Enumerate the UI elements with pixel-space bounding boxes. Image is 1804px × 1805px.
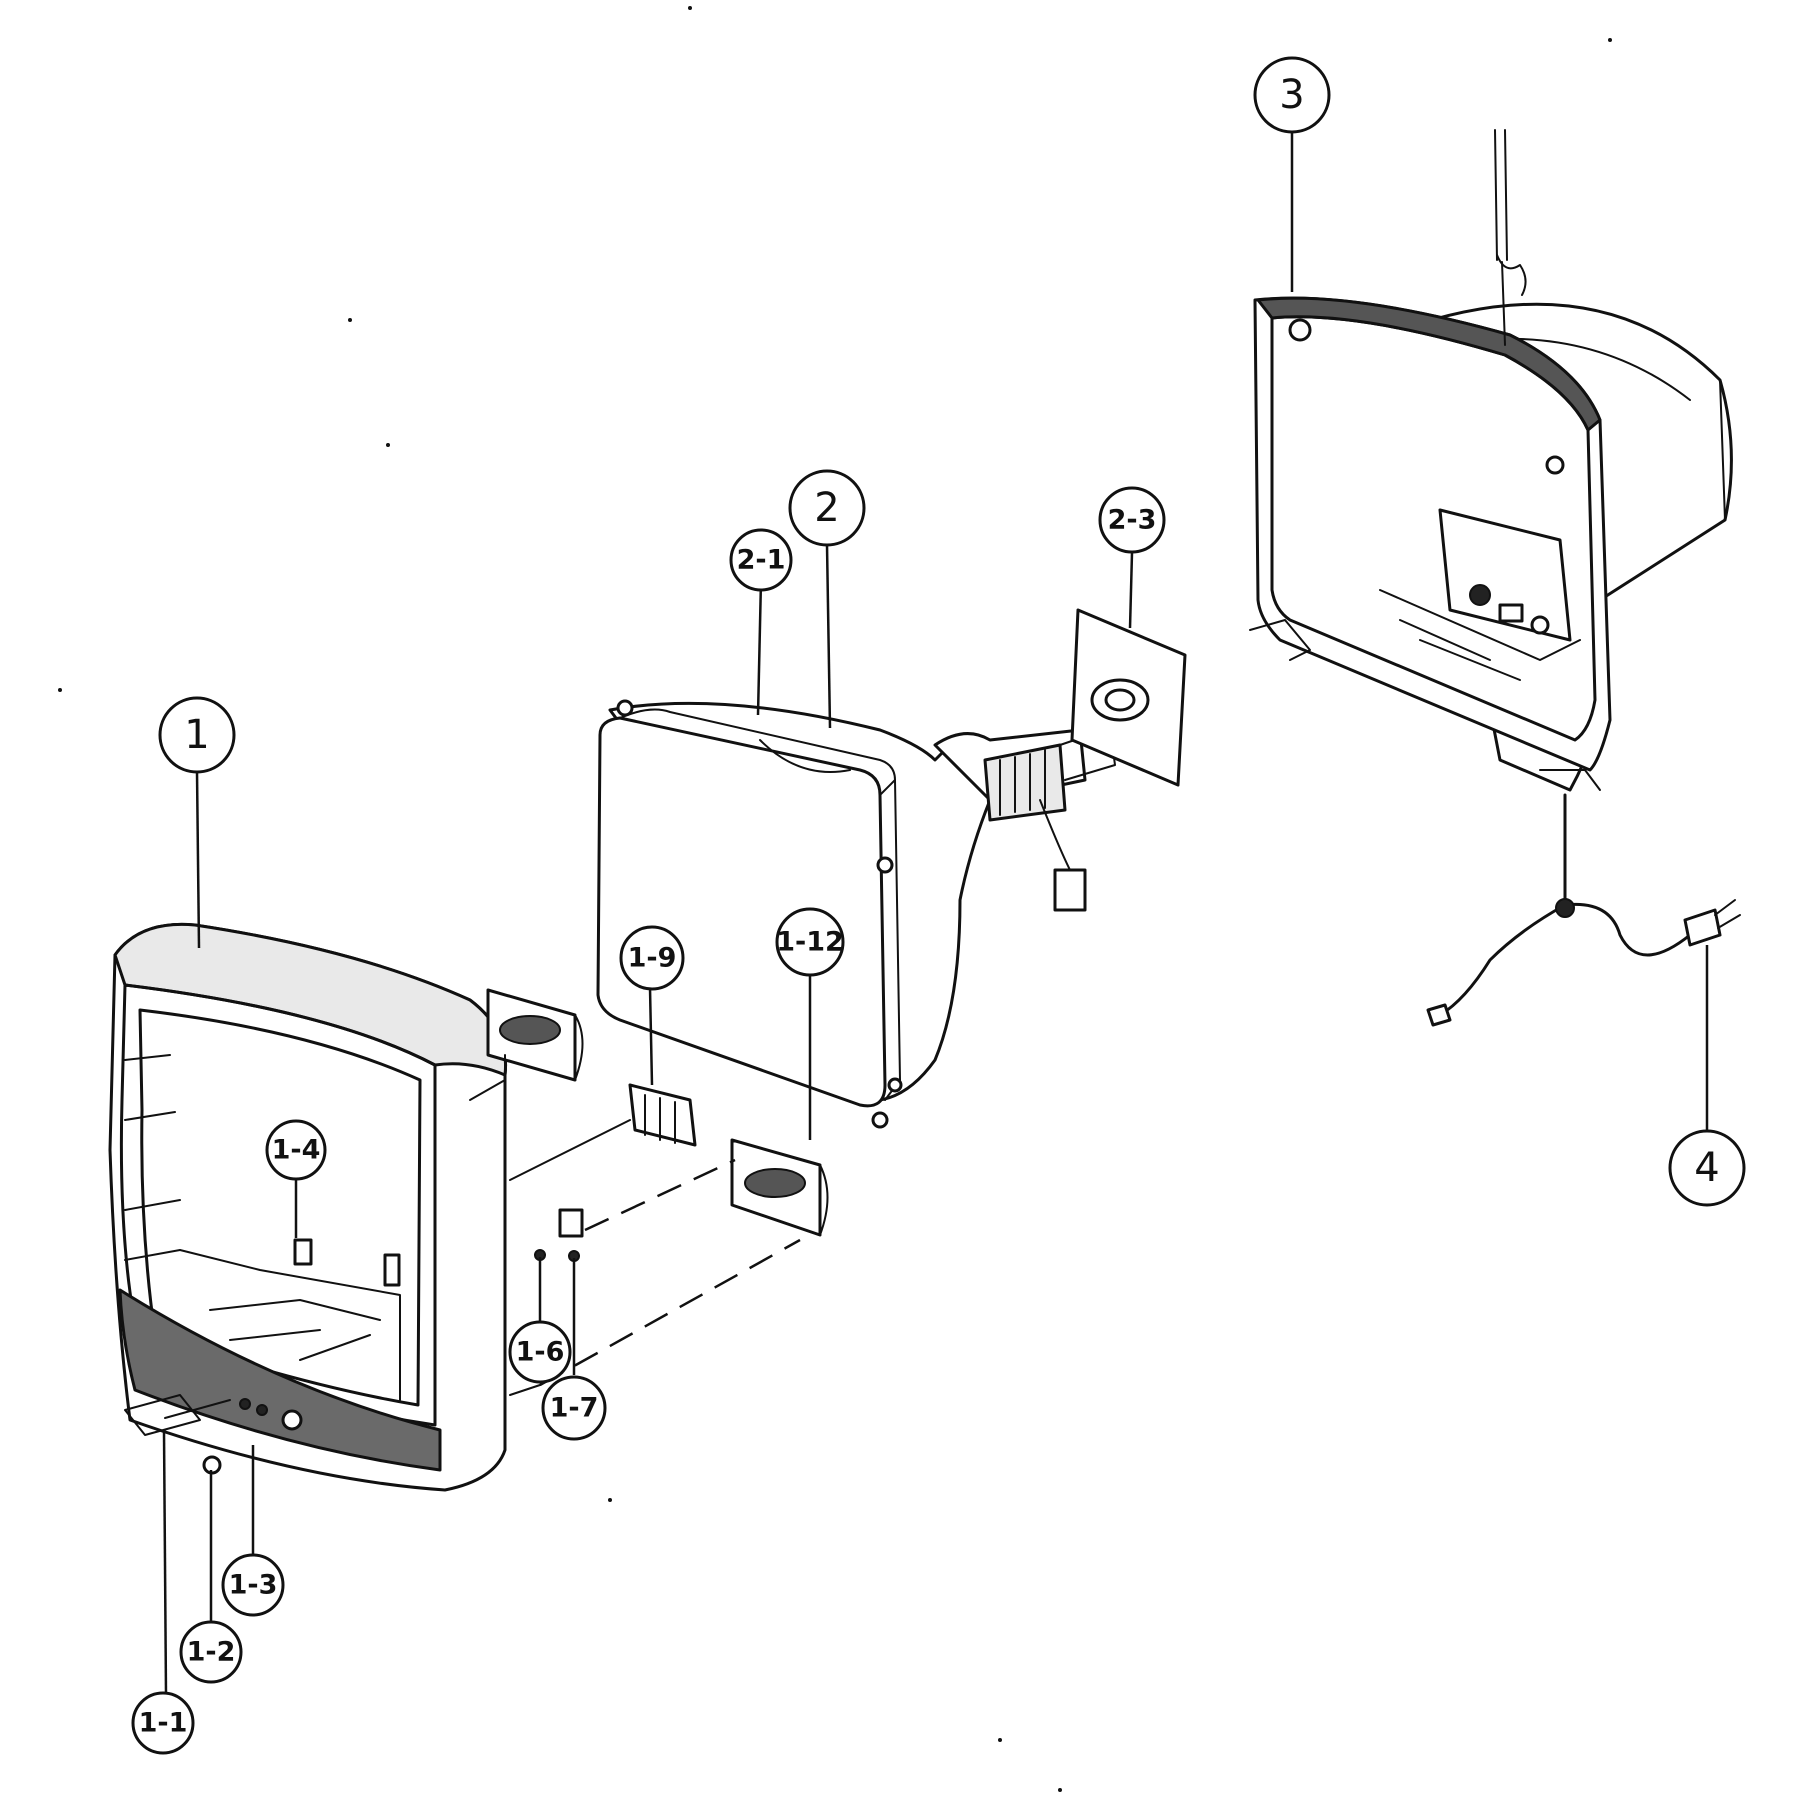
callout-2-1: 2-1 bbox=[729, 528, 793, 592]
callout-3: 3 bbox=[1253, 56, 1331, 134]
crt-tube bbox=[596, 699, 1116, 1129]
callout-1-7-label: 1-7 bbox=[550, 1393, 599, 1424]
callout-4-label: 4 bbox=[1694, 1145, 1719, 1191]
callout-1-12-label: 1-12 bbox=[776, 927, 844, 958]
callout-2-3-label: 2-3 bbox=[1108, 505, 1157, 536]
callout-1-4: 1-4 bbox=[265, 1119, 327, 1181]
callout-1-9: 1-9 bbox=[619, 925, 685, 991]
callout-1-9-label: 1-9 bbox=[628, 943, 677, 974]
power-cord bbox=[1426, 793, 1741, 1027]
callout-3-label: 3 bbox=[1279, 72, 1304, 118]
part-1-1-strip bbox=[124, 1394, 201, 1436]
speaker-upper bbox=[469, 988, 584, 1101]
callout-1-1: 1-1 bbox=[131, 1691, 195, 1755]
callout-1-label: 1 bbox=[184, 712, 209, 758]
callout-1-6-label: 1-6 bbox=[516, 1337, 565, 1368]
callout-1-3-label: 1-3 bbox=[229, 1570, 278, 1601]
callout-2: 2 bbox=[788, 469, 866, 547]
speaker-lower bbox=[730, 1138, 829, 1237]
socket-board-2-3 bbox=[1070, 608, 1187, 787]
callout-1: 1 bbox=[158, 696, 236, 774]
callout-2-3: 2-3 bbox=[1098, 486, 1166, 554]
callout-2-1-label: 2-1 bbox=[737, 545, 786, 576]
callout-1-2-label: 1-2 bbox=[187, 1637, 236, 1668]
callout-2-label: 2 bbox=[814, 485, 839, 531]
front-cabinet bbox=[108, 922, 508, 1492]
bracket-1-4 bbox=[293, 1238, 313, 1266]
back-cabinet bbox=[1249, 129, 1733, 792]
callout-1-3: 1-3 bbox=[221, 1553, 285, 1617]
scan-specks bbox=[58, 6, 1612, 1792]
callout-1-2: 1-2 bbox=[179, 1620, 243, 1684]
assembly-line-2 bbox=[539, 1238, 801, 1387]
parts-1-6-1-7 bbox=[534, 1208, 584, 1262]
callout-1-6: 1-6 bbox=[508, 1320, 572, 1384]
callout-1-7: 1-7 bbox=[541, 1375, 607, 1441]
callout-4: 4 bbox=[1668, 1129, 1746, 1207]
leader-lines bbox=[162, 118, 1709, 1696]
callout-1-12: 1-12 bbox=[775, 907, 845, 977]
bracket-1-9 bbox=[509, 1083, 697, 1181]
callout-1-1-label: 1-1 bbox=[139, 1708, 188, 1739]
assembly-line-1 bbox=[584, 1158, 736, 1232]
callout-1-4-label: 1-4 bbox=[272, 1135, 321, 1166]
